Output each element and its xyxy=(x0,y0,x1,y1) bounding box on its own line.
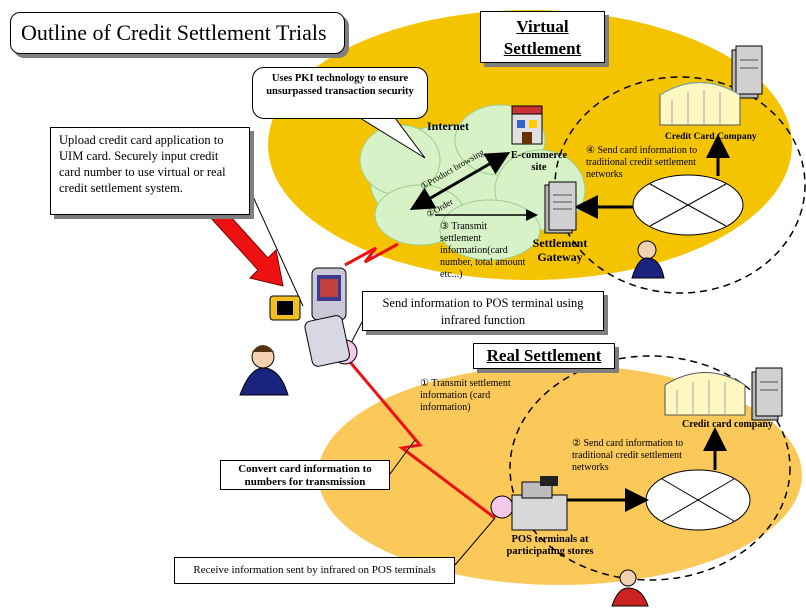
convert-callout-line xyxy=(389,439,416,475)
wireless-signal xyxy=(344,242,399,267)
virtual-network-node xyxy=(632,174,744,236)
receive-box: Receive information sent by infrared on … xyxy=(174,557,455,584)
page-title: Outline of Credit Settlement Trials xyxy=(10,12,345,54)
shop-icon xyxy=(511,105,543,145)
infrared-signal xyxy=(348,361,496,520)
product-order-arrow xyxy=(409,151,511,211)
real-network-node xyxy=(645,469,751,531)
pos-send-box: Send information to POS terminal using i… xyxy=(362,291,604,331)
virtual-step3-text: ③ Transmit settlement information(card n… xyxy=(440,221,526,280)
pki-callout: Uses PKI technology to ensure unsurpasse… xyxy=(252,67,428,119)
virtual-settlement-title: Virtual Settlement xyxy=(480,11,605,63)
virtual-step4-text: ④ Send card information to traditional c… xyxy=(586,145,698,180)
operator-person-icon xyxy=(631,240,665,279)
uim-info-box: Upload credit card application to UIM ca… xyxy=(50,127,250,215)
real-settlement-title: Real Settlement xyxy=(473,343,615,369)
virtual-settlement-line2: Settlement xyxy=(503,39,582,58)
virtual-company-server-icon xyxy=(731,45,763,99)
upload-arrow xyxy=(209,204,284,287)
settlement-gateway-label: Settlement Gateway xyxy=(532,236,588,264)
internet-label: Internet xyxy=(427,119,469,133)
convert-box: Convert card information to numbers for … xyxy=(220,460,390,490)
mobile-phone-icon xyxy=(304,267,350,367)
receive-callout-line xyxy=(454,517,496,566)
real-company-label: Credit card company xyxy=(682,419,773,430)
clerk-person-icon xyxy=(611,569,649,607)
pos-terminal-icon xyxy=(511,476,568,531)
real-step2-text: ② Send card information to traditional c… xyxy=(572,438,684,473)
pos-terminal-label: POS terminals at participating stores xyxy=(506,534,594,557)
uim-callout-line xyxy=(249,189,304,307)
virtual-company-label: Credit Card Company xyxy=(665,132,757,142)
virtual-company-building-icon xyxy=(659,82,741,126)
pki-callout-text: Uses PKI technology to ensure unsurpasse… xyxy=(266,73,414,97)
real-company-building-icon xyxy=(664,372,746,416)
real-company-server-icon xyxy=(751,367,783,421)
uim-info-text: Upload credit card application to UIM ca… xyxy=(59,133,226,195)
virtual-settlement-line1: Virtual xyxy=(516,17,569,36)
pos-send-callout-line xyxy=(349,321,363,346)
phone-user-person-icon xyxy=(239,345,289,396)
real-settlement-area xyxy=(318,365,802,585)
gateway-server-icon xyxy=(544,181,577,234)
real-credit-network xyxy=(509,355,791,581)
real-step1-text: ① Transmit settlement information (card … xyxy=(420,378,511,413)
ecommerce-label: E-commerce site xyxy=(510,150,568,173)
uim-card-icon xyxy=(269,295,301,321)
pos-infrared-port xyxy=(490,495,514,519)
